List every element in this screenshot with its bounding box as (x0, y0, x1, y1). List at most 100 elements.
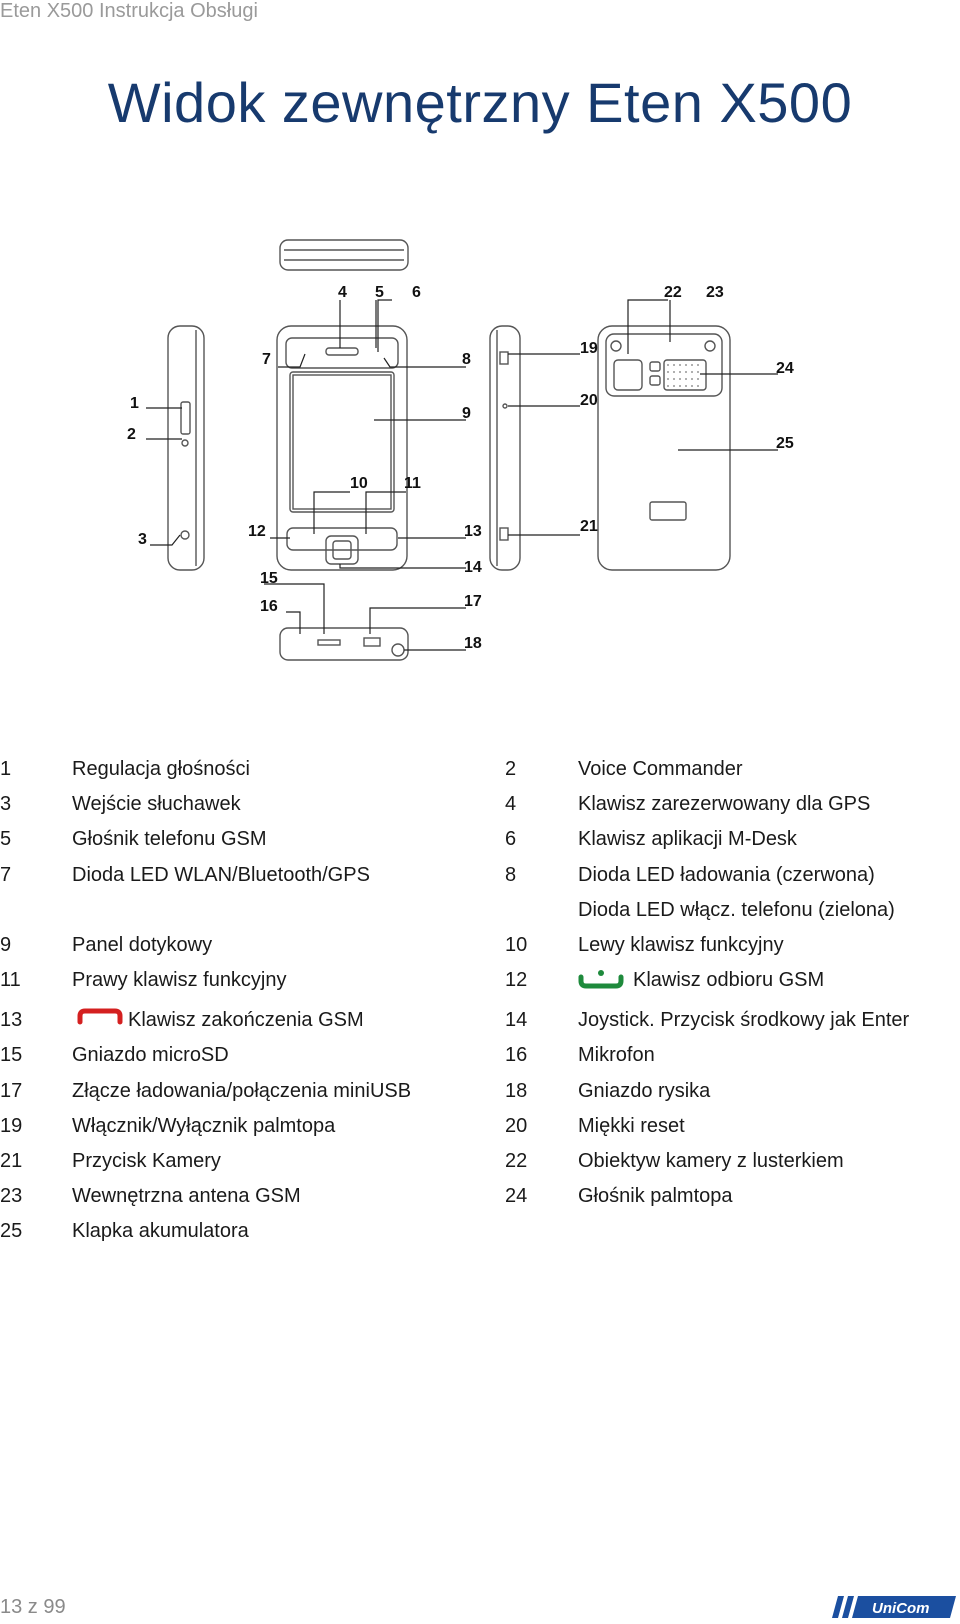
legend-text: Klawisz aplikacji M-Desk (578, 828, 797, 851)
callout-12: 12 (248, 523, 266, 540)
legend-text: Dioda LED ładowania (czerwona) (578, 863, 875, 886)
green-call-icon (578, 970, 624, 989)
legend-text: Gniazdo microSD (72, 1044, 229, 1067)
legend-row: 17 Złącze ładowania/połączenia miniUSB 1… (0, 1080, 960, 1115)
callout-9: 9 (462, 405, 471, 422)
callout-22: 22 (664, 284, 682, 301)
legend-text: Złącze ładowania/połączenia miniUSB (72, 1079, 412, 1102)
callout-15: 15 (260, 570, 278, 587)
legend-table: 1 Regulacja głośności 2 Voice Commander … (0, 758, 960, 1255)
legend-text: Głośnik palmtopa (578, 1185, 733, 1208)
legend-text: Klawisz odbioru GSM (633, 969, 825, 992)
callout-16: 16 (260, 598, 278, 615)
legend-number: 10 (505, 933, 528, 956)
legend-text: Dioda LED WLAN/Bluetooth/GPS (72, 863, 370, 886)
legend-text: Joystick. Przycisk środkowy jak Enter (578, 1009, 910, 1032)
legend-text: Włącznik/Wyłącznik palmtopa (72, 1114, 336, 1137)
callout-20: 20 (580, 392, 598, 409)
legend-text: Gniazdo rysika (578, 1079, 711, 1102)
callout-18: 18 (464, 635, 482, 652)
legend-number: 24 (505, 1185, 528, 1208)
legend-row: 21 Przycisk Kamery 22 Obiektyw kamery z … (0, 1150, 960, 1185)
legend-number: 2 (505, 758, 517, 780)
logo-text: UniCom (872, 1600, 930, 1617)
callout-14: 14 (464, 559, 482, 576)
running-header: Eten X500 Instrukcja Obsługi (0, 0, 258, 22)
legend-text: Regulacja głośności (72, 758, 250, 780)
legend-text: Wewnętrzna antena GSM (72, 1185, 301, 1208)
legend-text: Miękki reset (578, 1114, 685, 1137)
legend-number: 17 (0, 1079, 23, 1102)
legend-number: 15 (0, 1044, 23, 1067)
legend-row: Dioda LED włącz. telefonu (zielona) (0, 899, 960, 934)
legend-row: 9 Panel dotykowy 10 Lewy klawisz funkcyj… (0, 934, 960, 969)
red-end-call-icon (77, 1008, 123, 1025)
legend-row: 25 Klapka akumulatora (0, 1220, 960, 1255)
legend-number: 1 (0, 758, 12, 780)
callout-19: 19 (580, 340, 598, 357)
legend-row: 19 Włącznik/Wyłącznik palmtopa 20 Miękki… (0, 1115, 960, 1150)
legend-number: 12 (505, 969, 528, 992)
callout-17: 17 (464, 593, 482, 610)
callout-4: 4 (338, 284, 347, 301)
right-side-view (489, 325, 521, 571)
legend-text: Panel dotykowy (72, 933, 213, 956)
legend-number: 14 (505, 1009, 528, 1032)
callout-8: 8 (462, 351, 471, 368)
callout-2: 2 (127, 426, 136, 443)
legend-number: 7 (0, 863, 12, 886)
legend-number: 25 (0, 1220, 23, 1243)
left-side-view (167, 325, 205, 571)
callout-21: 21 (580, 518, 598, 535)
legend-row: 11 Prawy klawisz funkcyjny 12 Klawisz od… (0, 969, 960, 1009)
legend-row: 23 Wewnętrzna antena GSM 24 Głośnik palm… (0, 1185, 960, 1220)
legend-number: 9 (0, 933, 12, 956)
callout-25: 25 (776, 435, 794, 452)
legend-number: 19 (0, 1114, 23, 1137)
legend-number: 20 (505, 1114, 528, 1137)
legend-text: Klawisz zarezerwowany dla GPS (578, 793, 871, 816)
legend-text: Klawisz zakończenia GSM (128, 1009, 364, 1032)
legend-row: 13 Klawisz zakończenia GSM 14 Joystick. … (0, 1008, 960, 1044)
callout-23: 23 (706, 284, 724, 301)
callout-3: 3 (138, 531, 147, 548)
legend-number: 8 (505, 863, 517, 886)
page-number: 13 z 99 (0, 1596, 66, 1618)
legend-number: 16 (505, 1044, 528, 1067)
callout-5: 5 (375, 284, 384, 301)
legend-number: 23 (0, 1185, 23, 1208)
legend-text: Dioda LED włącz. telefonu (zielona) (578, 898, 895, 921)
legend-text: Głośnik telefonu GSM (72, 828, 267, 851)
device-diagram: 1 2 3 4 5 6 7 8 9 10 11 12 13 14 15 16 1… (127, 239, 794, 661)
callout-1: 1 (130, 395, 139, 412)
front-view (276, 325, 408, 571)
legend-number: 5 (0, 828, 12, 851)
legend-number: 3 (0, 793, 12, 816)
unicom-logo: UniCom (832, 1596, 956, 1618)
legend-number: 13 (0, 1009, 23, 1032)
legend-row: 1 Regulacja głośności 2 Voice Commander (0, 758, 960, 793)
callout-11: 11 (404, 475, 421, 492)
legend-text: Lewy klawisz funkcyjny (578, 933, 784, 956)
legend-row: 15 Gniazdo microSD 16 Mikrofon (0, 1044, 960, 1079)
legend-number: 21 (0, 1149, 23, 1172)
callout-6: 6 (412, 284, 421, 301)
top-edge-view (279, 239, 409, 271)
legend-number: 18 (505, 1079, 528, 1102)
legend-text: Obiektyw kamery z lusterkiem (578, 1149, 844, 1172)
legend-row: 7 Dioda LED WLAN/Bluetooth/GPS 8 Dioda L… (0, 864, 960, 899)
callout-7: 7 (262, 351, 271, 368)
legend-text: Prawy klawisz funkcyjny (72, 969, 287, 992)
legend-text: Przycisk Kamery (72, 1149, 221, 1172)
page-title: Widok zewnętrzny Eten X500 (107, 71, 853, 134)
legend-row: 5 Głośnik telefonu GSM 6 Klawisz aplikac… (0, 828, 960, 863)
legend-number: 11 (0, 969, 21, 992)
legend-text: Mikrofon (578, 1044, 655, 1067)
callout-13: 13 (464, 523, 482, 540)
bottom-edge-view (279, 627, 409, 661)
legend-number: 22 (505, 1149, 528, 1172)
legend-number: 6 (505, 828, 517, 851)
legend-number: 4 (505, 793, 517, 816)
callout-24: 24 (776, 360, 794, 377)
legend-row: 3 Wejście słuchawek 4 Klawisz zarezerwow… (0, 793, 960, 828)
